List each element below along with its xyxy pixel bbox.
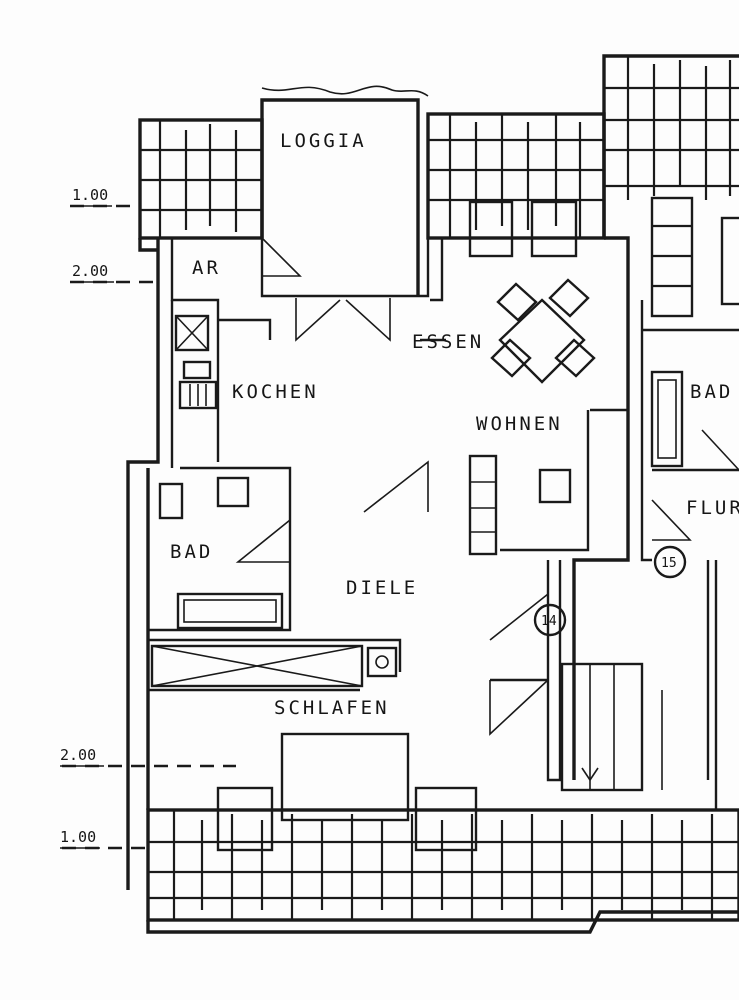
roof-tiles-top-middle (426, 112, 606, 258)
roof-tiles-top-right (602, 54, 739, 318)
dimension-label-top-100: 1.00 (72, 186, 108, 204)
stair-marker-14: 14 (541, 614, 557, 629)
room-label-flur: FLUR (686, 497, 739, 519)
roof-tiles-top-left (138, 118, 264, 240)
bed (280, 732, 410, 822)
room-label-wohnen: WOHNEN (476, 413, 563, 435)
bathroom-left-fixtures (158, 476, 284, 630)
stair-marker-15-circle (653, 545, 687, 579)
room-label-schlafen: SCHLAFEN (274, 697, 390, 719)
dimension-lines (60, 204, 236, 850)
living-furniture (468, 454, 572, 556)
wardrobe (150, 644, 398, 688)
loggia (260, 85, 429, 296)
bathroom-right-fixtures (650, 370, 684, 468)
kitchen-fixtures (174, 314, 218, 410)
doors (235, 298, 739, 736)
room-label-ar: AR (192, 257, 221, 279)
dimension-label-top-200: 2.00 (72, 262, 108, 280)
room-label-bad-right: BAD (690, 381, 733, 403)
stair-marker-15: 15 (661, 556, 677, 571)
room-label-essen: ESSEN (412, 331, 484, 353)
stair-marker-14-circle (533, 603, 567, 637)
room-label-diele: DIELE (346, 577, 418, 599)
walls (126, 236, 739, 890)
dimension-label-bottom-100: 1.00 (60, 828, 96, 846)
roof-tiles-bottom (146, 786, 739, 934)
room-label-loggia: LOGGIA (280, 130, 367, 152)
stairs-right (560, 662, 663, 792)
dining-set (490, 278, 596, 384)
room-label-kochen: KOCHEN (232, 381, 319, 403)
room-label-bad-left: BAD (170, 541, 213, 563)
dimension-label-bottom-200: 2.00 (60, 746, 96, 764)
